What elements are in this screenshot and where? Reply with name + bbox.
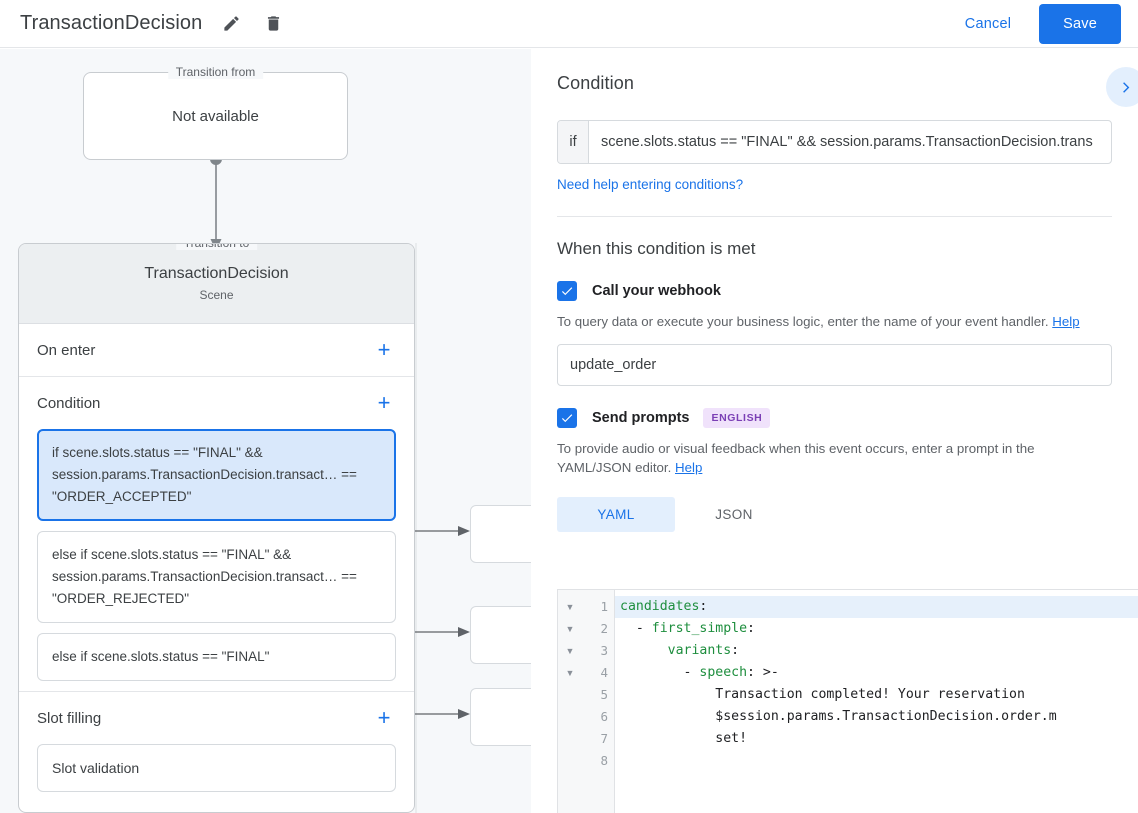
code-line[interactable]: candidates:	[615, 596, 1138, 618]
fold-spacer-5	[569, 684, 572, 706]
prompts-description-text: To provide audio or visual feedback when…	[557, 441, 1035, 475]
code-line[interactable]: variants:	[667, 643, 740, 658]
code-line[interactable]: Transaction completed! Your reservation	[620, 687, 1025, 702]
add-on-enter-button[interactable]: +	[377, 337, 391, 362]
webhook-help-link[interactable]: Help	[1052, 314, 1080, 329]
target-node-3[interactable]	[470, 688, 531, 746]
target-node-2[interactable]	[470, 606, 531, 664]
condition-item-1[interactable]: if scene.slots.status == "FINAL" && sess…	[37, 429, 396, 521]
transition-to-card: Transition to TransactionDecision Scene …	[18, 243, 415, 813]
toolbar-actions: Cancel Save	[949, 3, 1138, 44]
prompts-help-link[interactable]: Help	[675, 460, 703, 475]
arrow-head-3	[458, 709, 470, 719]
line-number: 4	[600, 665, 608, 680]
when-met-section: When this condition is met Call your web…	[531, 217, 1138, 532]
condition-heading: Condition	[557, 73, 634, 93]
if-prefix-label: if	[558, 121, 589, 163]
line-number: 5	[600, 687, 608, 702]
section-slot-filling: Slot filling + Slot validation	[19, 692, 414, 798]
fold-spacer-8	[569, 750, 572, 772]
editor-code-area[interactable]: candidates: - first_simple: variants: - …	[615, 590, 1138, 813]
editor-format-tabs: YAML JSON	[557, 497, 1112, 532]
line-number: 7	[600, 731, 608, 746]
condition-help-link[interactable]: Need help entering conditions?	[557, 177, 744, 192]
section-title-on-enter: On enter	[37, 341, 96, 359]
fold-toggle-3[interactable]: ▼	[565, 646, 575, 656]
section-condition: Condition + if scene.slots.status == "FI…	[19, 377, 414, 692]
prompts-checkbox-row: Send prompts ENGLISH	[557, 408, 1112, 428]
code-line[interactable]	[615, 750, 1138, 772]
prompts-checkbox[interactable]	[557, 408, 577, 428]
line-number: 6	[600, 709, 608, 724]
line-number: 1	[600, 599, 608, 614]
cancel-button[interactable]: Cancel	[949, 7, 1027, 41]
webhook-checkbox-row: Call your webhook	[557, 281, 1112, 301]
condition-item-2[interactable]: else if scene.slots.status == "FINAL" &&…	[37, 531, 396, 623]
section-on-enter: On enter +	[19, 324, 414, 377]
language-badge: ENGLISH	[703, 408, 771, 428]
tab-json[interactable]: JSON	[715, 507, 753, 522]
code-line[interactable]: $session.params.TransactionDecision.orde…	[620, 709, 1057, 724]
chevron-right-icon[interactable]	[1106, 67, 1138, 107]
scene-graph-panel: Transition from Not available Transition…	[0, 49, 531, 813]
line-number: 2	[600, 621, 608, 636]
when-met-heading: When this condition is met	[557, 239, 756, 258]
webhook-label: Call your webhook	[592, 283, 721, 299]
fold-spacer-7	[569, 728, 572, 750]
prompts-label: Send prompts	[592, 410, 690, 426]
scene-header: TransactionDecision Scene	[19, 244, 414, 324]
editor-line-numbers: 1 2 3 4 5 6 7 8	[582, 590, 615, 813]
line-number: 3	[600, 643, 608, 658]
fold-spacer-6	[569, 706, 572, 728]
page-title: TransactionDecision	[20, 12, 203, 34]
fold-toggle-4[interactable]: ▼	[565, 668, 575, 678]
add-condition-button[interactable]: +	[377, 390, 391, 415]
divider	[557, 216, 1112, 217]
tab-yaml[interactable]: YAML	[557, 497, 675, 532]
scene-type: Scene	[199, 288, 234, 302]
target-node-1[interactable]	[470, 505, 531, 563]
code-line[interactable]: set!	[620, 731, 748, 746]
slot-validation-item[interactable]: Slot validation	[37, 744, 396, 792]
condition-details-panel: Condition if Need help entering conditio…	[531, 49, 1138, 813]
transition-from-legend: Transition from	[167, 65, 264, 79]
code-line[interactable]: - speech: >-	[620, 665, 779, 680]
add-slot-filling-button[interactable]: +	[377, 705, 391, 730]
fold-toggle-2[interactable]: ▼	[565, 624, 575, 634]
yaml-editor[interactable]: ▼ ▼ ▼ ▼ 1 2 3 4 5 6 7 8 candidates: - first_simple…	[557, 589, 1138, 813]
pencil-icon[interactable]	[218, 11, 244, 37]
transition-from-value: Not available	[172, 107, 259, 125]
top-toolbar: TransactionDecision Cancel Save	[0, 0, 1138, 48]
condition-input[interactable]	[589, 121, 1111, 163]
transition-from-card: Transition from Not available	[83, 65, 348, 160]
section-title-slot-filling: Slot filling	[37, 709, 102, 727]
condition-input-row: if	[557, 120, 1112, 164]
webhook-description: To query data or execute your business l…	[557, 312, 1112, 331]
scene-name: TransactionDecision	[144, 265, 289, 282]
prompts-description: To provide audio or visual feedback when…	[557, 439, 1112, 477]
condition-header-section: Condition if Need help entering conditio…	[531, 49, 1138, 217]
save-button[interactable]: Save	[1039, 3, 1121, 44]
webhook-checkbox[interactable]	[557, 281, 577, 301]
fold-toggle-1[interactable]: ▼	[565, 602, 575, 612]
webhook-handler-input[interactable]	[557, 344, 1112, 386]
line-number: 8	[600, 753, 608, 768]
condition-item-3[interactable]: else if scene.slots.status == "FINAL"	[37, 633, 396, 681]
webhook-description-text: To query data or execute your business l…	[557, 314, 1049, 329]
transition-to-legend: Transition to	[175, 244, 258, 250]
section-title-condition: Condition	[37, 394, 101, 412]
code-line[interactable]: - first_simple:	[620, 621, 755, 636]
arrow-head-2	[458, 627, 470, 637]
editor-fold-column: ▼ ▼ ▼ ▼	[558, 590, 582, 813]
trash-icon[interactable]	[260, 11, 286, 37]
arrow-head-1	[458, 526, 470, 536]
